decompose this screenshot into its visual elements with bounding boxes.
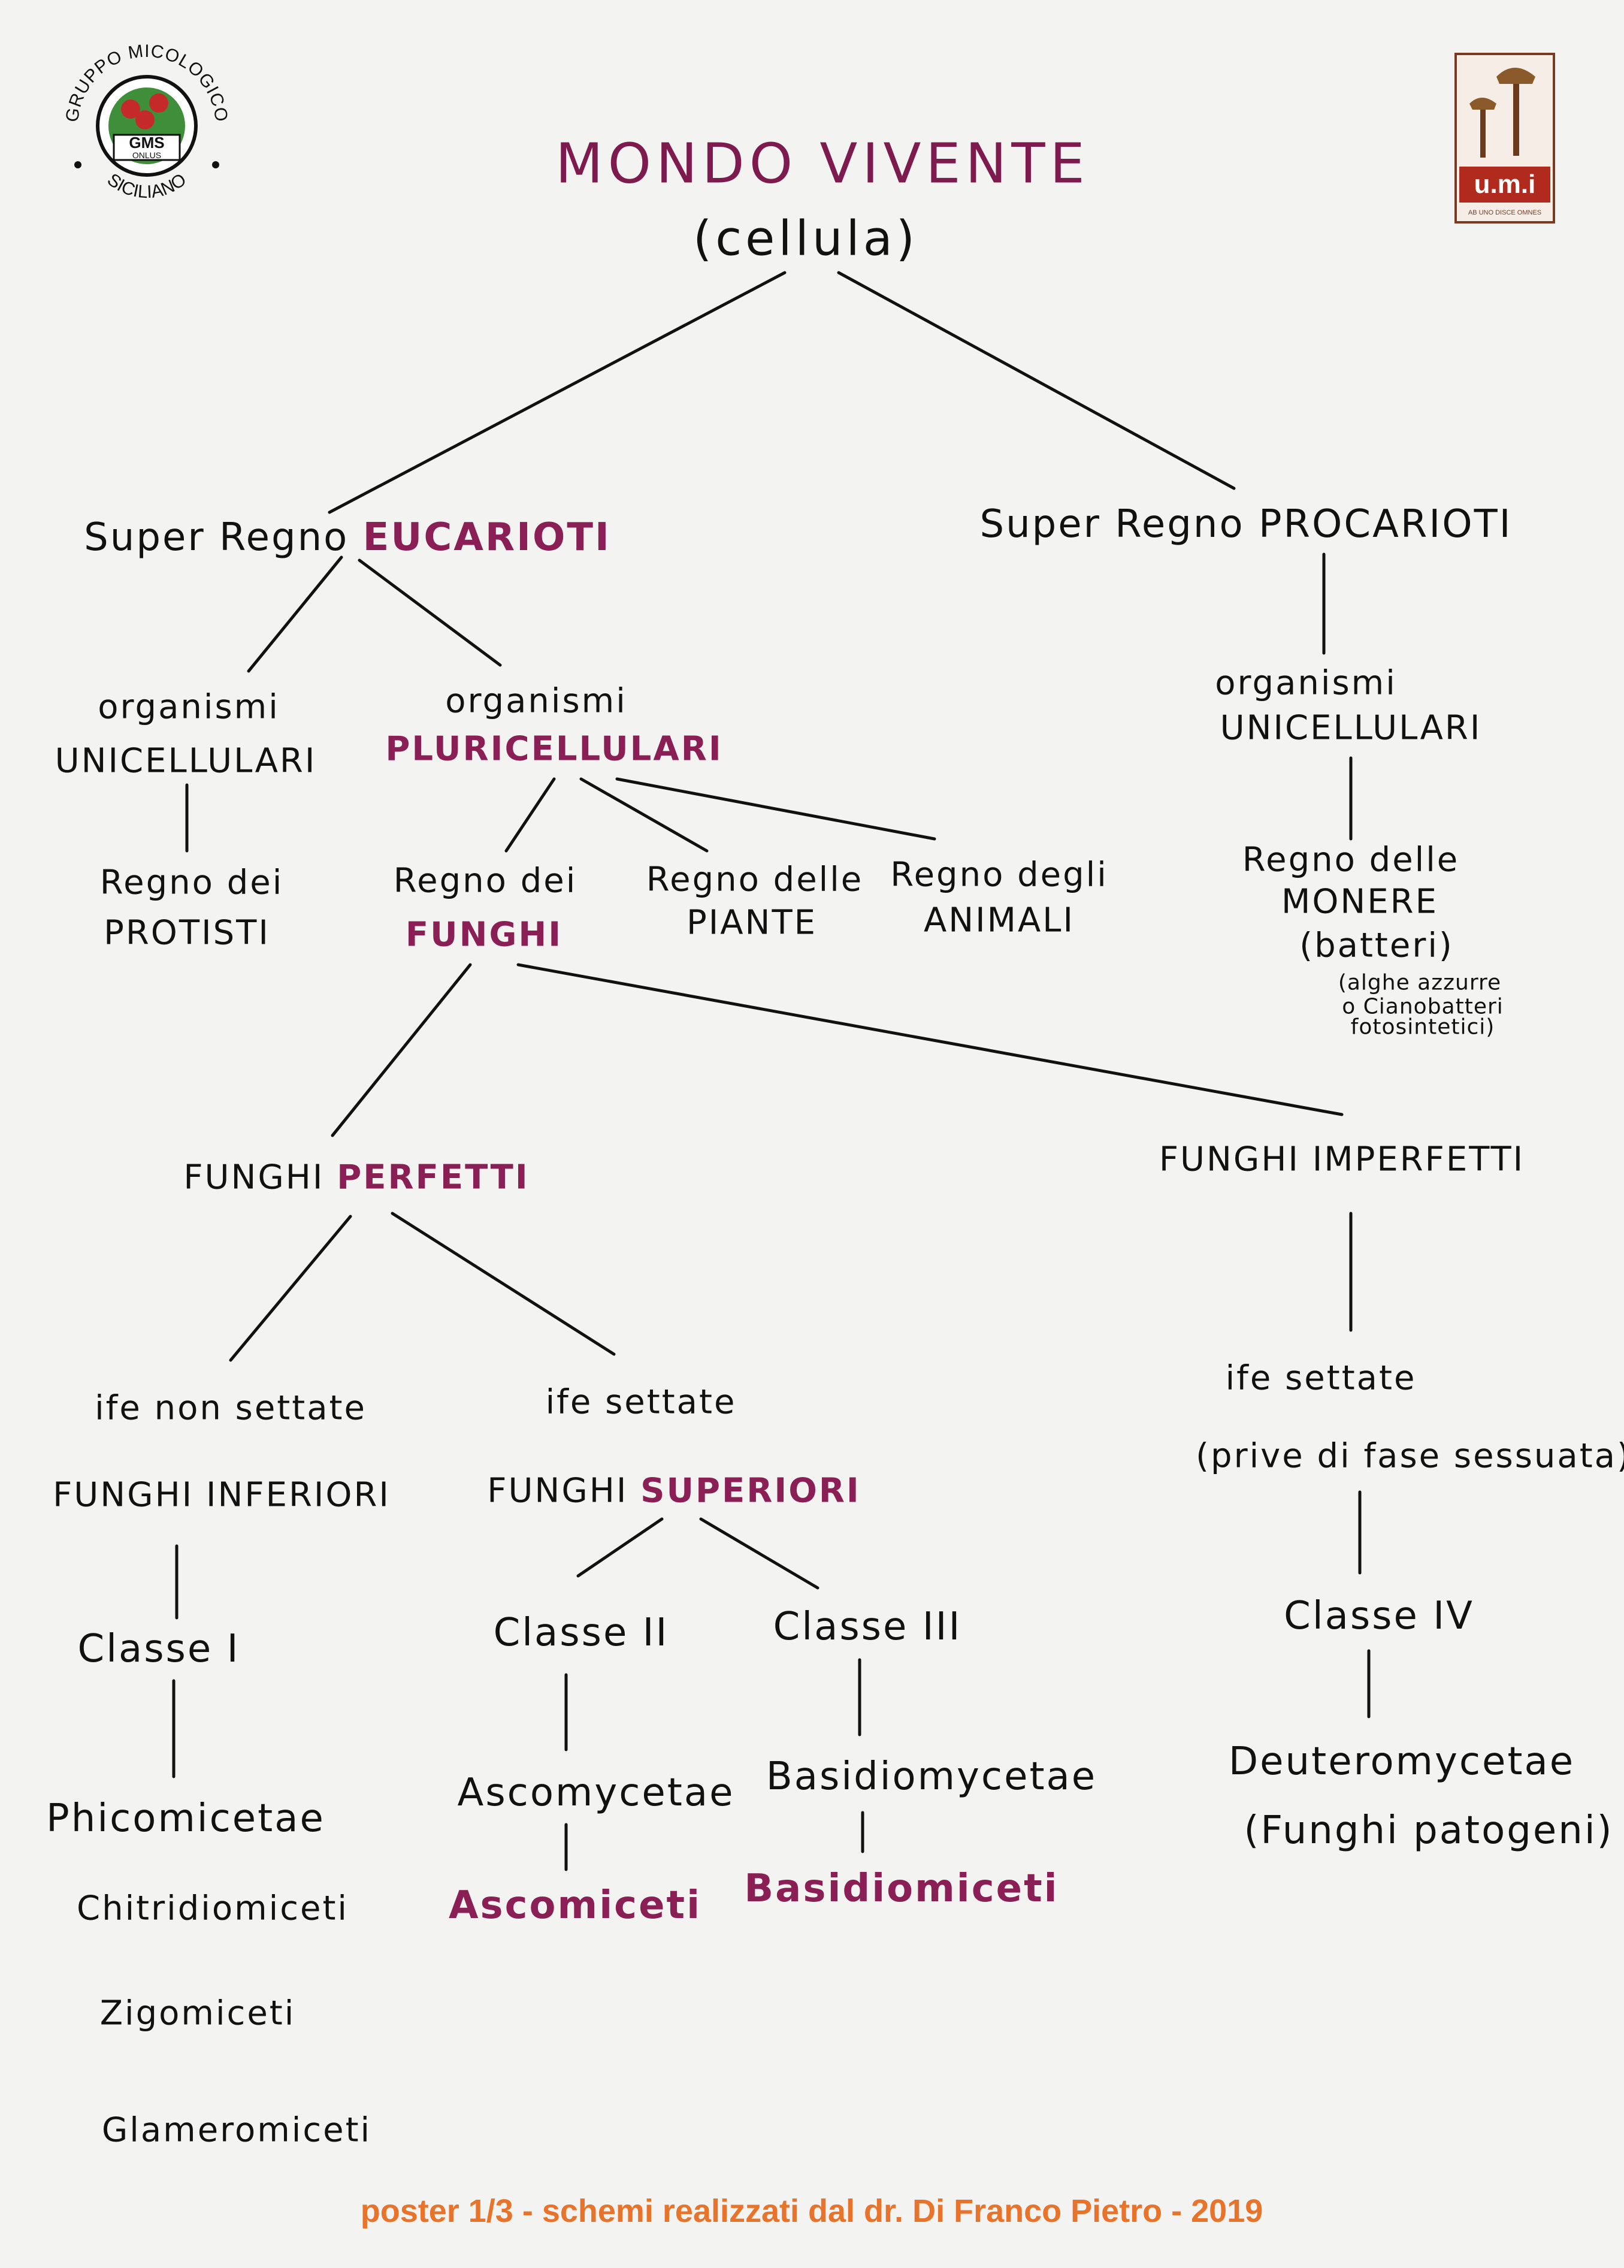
euk-unicellulari-line2: UNICELLULARI xyxy=(55,741,317,781)
animali-line2: ANIMALI xyxy=(923,901,1075,940)
monere-note2: o Cianobatteri xyxy=(1342,994,1504,1019)
protisti-line1: Regno dei xyxy=(99,863,284,902)
funghi-line1: Regno dei xyxy=(393,861,577,901)
node-perfetti: FUNGHI PERFETTI xyxy=(183,1158,529,1197)
node-procarioti: Super Regno PROCARIOTI xyxy=(979,502,1512,546)
monere-line1: Regno delle xyxy=(1242,840,1460,880)
gms-logo-main: GMS xyxy=(129,134,164,152)
pro-unicellulari-line2: UNICELLULARI xyxy=(1220,708,1482,748)
non-settate-line2: FUNGHI INFERIORI xyxy=(53,1475,391,1515)
node-superiori: FUNGHI SUPERIORI xyxy=(487,1472,861,1511)
animali-line1: Regno degli xyxy=(890,855,1108,895)
classe-3: Classe III xyxy=(773,1605,962,1649)
umi-logo-motto: AB UNO DISCE OMNES xyxy=(1468,209,1541,216)
settate-line2-name: SUPERIORI xyxy=(640,1471,861,1511)
perfetti-name: PERFETTI xyxy=(337,1158,530,1197)
basidiomycetae-name: Basidiomycetae xyxy=(766,1754,1097,1799)
monere-note1: (alghe azzurre xyxy=(1338,970,1502,995)
monere-line2: MONERE xyxy=(1281,882,1438,922)
imp-settate-line2: (prive di fase sessuata) xyxy=(1196,1436,1624,1476)
deuteromycetae-name: Deuteromycetae xyxy=(1228,1739,1575,1784)
eucarioti-prefix: Super Regno xyxy=(84,515,349,560)
classe-4: Classe IV xyxy=(1284,1594,1474,1638)
euk-unicellulari-line1: organismi xyxy=(98,687,280,727)
piante-line2: PIANTE xyxy=(686,903,818,943)
piante-line1: Regno delle xyxy=(646,860,864,899)
edge-euk-pluricellulari xyxy=(358,558,502,667)
classe-2: Classe II xyxy=(493,1611,669,1655)
edge-funghi-imperfetti xyxy=(516,963,1344,1116)
root-title: MONDO VIVENTE xyxy=(555,131,1090,196)
eucarioti-name: EUCARIOTI xyxy=(362,515,611,560)
monere-note3: fotosintetici) xyxy=(1350,1014,1495,1040)
phicomicetae-item: Glameromiceti xyxy=(101,2110,372,2150)
edge-root-procarioti xyxy=(837,271,1236,490)
phicomicetae-item: Chitridiomiceti xyxy=(77,1889,349,1928)
phicomicetae-item: Zigomiceti xyxy=(99,1994,296,2033)
edge-superiori-classe2 xyxy=(576,1517,664,1578)
pluricellulari-line2: PLURICELLULARI xyxy=(385,729,723,769)
edge-perfetti-settate xyxy=(391,1212,616,1356)
edge-euk-unicellulari xyxy=(247,555,343,673)
edge-perfetti-nonsettate xyxy=(229,1215,352,1362)
imp-settate-line1: ife settate xyxy=(1225,1358,1417,1398)
node-eucarioti: Super Regno EUCARIOTI xyxy=(84,515,611,560)
umi-logo-text: u.m.i xyxy=(1474,170,1536,199)
edge-pluri-animali xyxy=(615,777,936,841)
footer-caption: poster 1/3 - schemi realizzati dal dr. D… xyxy=(360,2193,1263,2229)
ascomycetae-name: Ascomycetae xyxy=(457,1771,735,1815)
settate-line1: ife settate xyxy=(545,1382,737,1422)
perfetti-prefix: FUNGHI xyxy=(183,1158,325,1197)
non-settate-line1: ife non settate xyxy=(95,1388,367,1428)
edge-pluri-funghi xyxy=(504,777,556,853)
procarioti-name: PROCARIOTI xyxy=(1258,502,1513,546)
gms-logo: GMS ONLUS GRUPPO MICOLOGICO SICILIANO xyxy=(62,41,231,203)
edge-root-eucarioti xyxy=(328,271,787,514)
classe-1: Classe I xyxy=(77,1627,240,1671)
edge-funghi-perfetti xyxy=(331,963,472,1137)
procarioti-prefix: Super Regno xyxy=(979,502,1245,546)
gms-logo-sub: ONLUS xyxy=(132,150,161,160)
pro-unicellulari-line1: organismi xyxy=(1215,663,1397,703)
ascomycetae-common: Ascomiceti xyxy=(448,1883,702,1928)
deuteromycetae-common: (Funghi patogeni) xyxy=(1244,1808,1614,1853)
funghi-line2: FUNGHI xyxy=(405,915,563,955)
settate-line2-prefix: FUNGHI xyxy=(487,1471,628,1511)
edge-pluri-piante xyxy=(579,777,709,853)
edge-superiori-classe3 xyxy=(699,1517,819,1590)
node-imperfetti: FUNGHI IMPERFETTI xyxy=(1159,1140,1525,1179)
basidiomycetae-common: Basidiomiceti xyxy=(744,1867,1059,1911)
umi-logo: u.m.i AB UNO DISCE OMNES xyxy=(1454,53,1555,224)
root-subtitle: (cellula) xyxy=(692,210,919,267)
phicomicetae-name: Phicomicetae xyxy=(46,1796,325,1841)
monere-line3: (batteri) xyxy=(1299,926,1454,965)
protisti-line2: PROTISTI xyxy=(104,913,270,953)
pluricellulari-line1: organismi xyxy=(445,681,627,721)
